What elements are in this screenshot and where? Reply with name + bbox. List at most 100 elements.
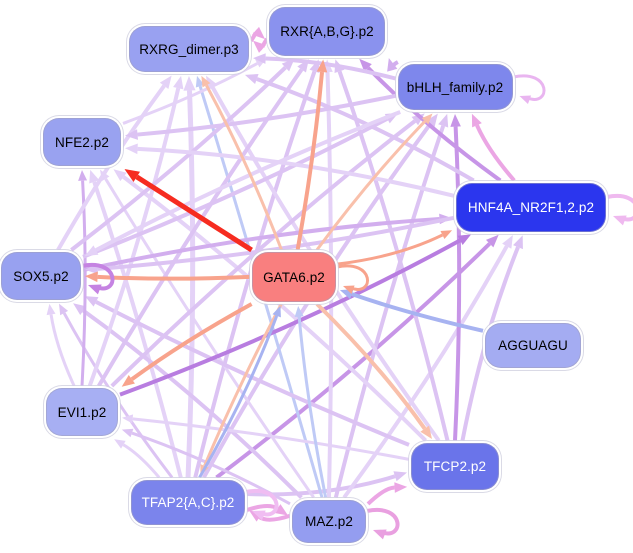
edge-tfcp2-nfe2 <box>122 175 428 442</box>
node-gata6[interactable]: GATA6.p2 <box>252 252 336 302</box>
edge-gata6-evi1 <box>130 302 253 381</box>
edge-tfap2-nfe2-arrowhead <box>89 169 100 184</box>
edge-tfcp2-hnf4a-arrowhead <box>513 235 523 250</box>
edge-maz-bhlh <box>333 125 446 498</box>
edge-hnf4a-rxrg <box>256 77 475 183</box>
edge-evi1-nfe2-arrowhead <box>78 170 88 181</box>
edge-tfap2-sox5-arrowhead <box>59 303 69 316</box>
self-loop-sox5-arrowhead <box>88 284 102 295</box>
edge-gata6-rxrg-arrowhead <box>201 75 211 88</box>
edge-gata6-bhlh <box>315 120 427 251</box>
edge-tfap2-gata6-arrowhead <box>272 305 281 318</box>
edge-maz-sox5 <box>82 309 303 499</box>
edge-evi1-rxr <box>96 68 304 388</box>
edge-tfcp2-rxrg-arrowhead <box>206 75 217 90</box>
edge-gata6-tfap2 <box>203 303 283 467</box>
self-loop-bhlh <box>513 74 546 101</box>
edge-tfap2-rxrg <box>185 90 196 478</box>
edge-bhlh-rxr-arrowhead <box>387 58 398 72</box>
edge-maz-bhlh-arrowhead <box>438 113 449 128</box>
edge-sox5-hnf4a <box>82 216 440 273</box>
edge-hnf4a-sox5 <box>97 215 455 271</box>
edge-evi1-sox5 <box>49 314 76 387</box>
edge-bhlh-nfe2 <box>137 93 396 137</box>
edge-maz-tfcp2-arrowhead <box>394 482 408 493</box>
edge-rxrg-rxr-arrowhead <box>252 26 266 40</box>
edge-maz-gata6-arrowhead <box>294 305 304 318</box>
edge-gata6-bhlh-arrowhead <box>421 113 433 125</box>
edge-gata6-rxrg <box>205 84 283 251</box>
edge-bhlh-sox5-arrowhead <box>84 245 99 256</box>
node-rxrg[interactable]: RXRG_dimer.p3 <box>129 26 249 72</box>
self-loop-hnf4a-arrowhead <box>613 215 627 226</box>
self-loop-bhlh-arrowhead <box>519 95 532 104</box>
edge-hnf4a-nfe2-arrowhead <box>124 143 138 155</box>
edge-hnf4a-bhlh <box>475 124 516 182</box>
edge-maz-tfap2 <box>258 513 291 522</box>
edge-maz-sox5-arrowhead <box>73 303 87 315</box>
edge-gata6-rxr-arrowhead <box>316 59 328 73</box>
edge-tfcp2-evi1 <box>132 417 410 461</box>
edge-hnf4a-rxrg-arrowhead <box>244 74 259 85</box>
node-sox5[interactable]: SOX5.p2 <box>1 252 81 300</box>
edge-hnf4a-rxr-arrowhead <box>359 58 372 72</box>
self-loop-sox5 <box>81 262 115 291</box>
edge-tfap2-evi1 <box>122 443 161 479</box>
edge-gata6-hnf4a-arrowhead <box>440 230 453 240</box>
self-loop-hnf4a <box>606 193 633 222</box>
edge-maz-evi1-arrowhead <box>121 428 134 438</box>
edge-hnf4a-rxr <box>366 66 502 183</box>
edge-nfe2-rxr <box>122 62 259 125</box>
self-loop-maz <box>366 507 400 536</box>
edge-gata6-rxr <box>295 71 325 251</box>
edge-bhlh-rxrg-arrowhead <box>252 53 266 64</box>
edge-hnf4a-bhlh-arrowhead <box>471 113 482 128</box>
edge-hnf4a-nfe2 <box>137 146 455 198</box>
node-hnf4a[interactable]: HNF4A_NR2F1,2.p2 <box>456 182 606 232</box>
edge-tfcp2-bhlh-arrowhead <box>450 114 461 127</box>
node-maz[interactable]: MAZ.p2 <box>292 499 366 543</box>
edge-tfap2-maz-arrowhead <box>274 504 289 516</box>
edge-gata6-hnf4a <box>337 233 444 266</box>
edge-evi1-hnf4a-arrowhead <box>457 234 472 246</box>
edge-maz-hnf4a-arrowhead <box>502 235 513 249</box>
edge-gata6-sox5-arrowhead <box>84 271 98 283</box>
edge-tfap2-gata6 <box>198 315 279 479</box>
self-loop-maz-arrowhead <box>373 529 387 540</box>
edge-evi1-rxrg-arrowhead <box>173 75 184 90</box>
edge-sox5-rxrg-arrowhead <box>159 75 172 89</box>
edge-tfap2-maz <box>246 504 279 512</box>
edge-bhlh-rxrg <box>265 56 396 81</box>
edge-evi1-sox5-arrowhead <box>46 303 56 316</box>
edge-tfap2-hnf4a <box>215 242 492 480</box>
edge-tfcp2-bhlh <box>453 126 462 441</box>
edge-tfap2-hnf4a-arrowhead <box>485 234 499 248</box>
self-loop-tfap2-arrowhead <box>252 510 266 521</box>
edge-maz-nfe2 <box>104 178 315 499</box>
edge-tfap2-rxrg-arrowhead <box>183 75 196 91</box>
edge-sox5-bhlh <box>82 116 389 259</box>
node-nfe2[interactable]: NFE2.p2 <box>43 118 121 166</box>
edge-rxr-rxrg-arrowhead <box>252 40 266 53</box>
edge-bhlh-nfe2-arrowhead <box>124 129 138 140</box>
edge-tfcp2-evi1-arrowhead <box>121 414 134 424</box>
edge-maz-tfcp2 <box>366 485 395 506</box>
node-evi1[interactable]: EVI1.p2 <box>46 388 118 436</box>
edge-gata6-tfcp2-arrowhead <box>420 425 432 439</box>
edge-bhlh-sox5 <box>95 110 401 252</box>
node-bhlh[interactable]: bHLH_family.p2 <box>397 64 513 110</box>
edge-tfap2-tfcp2-arrowhead <box>393 471 408 482</box>
node-rxr[interactable]: RXR{A,B,G}.p2 <box>269 6 385 56</box>
edge-gata6-tfcp2 <box>315 302 427 430</box>
self-loop-gata6 <box>336 264 370 291</box>
self-loop-tfap2 <box>245 488 279 517</box>
node-tfap2[interactable]: TFAP2{A,C}.p2 <box>131 479 245 525</box>
edge-tfap2-evi1-arrowhead <box>114 439 126 449</box>
edge-agguagu-gata6 <box>351 292 484 333</box>
edge-gata6-nfe2 <box>135 174 253 253</box>
node-tfcp2[interactable]: TFCP2.p2 <box>411 442 499 490</box>
edge-evi1-hnf4a <box>119 238 462 397</box>
edge-gata6-nfe2-arrowhead <box>124 169 141 182</box>
node-agguagu[interactable]: AGGUAGU <box>485 322 581 368</box>
